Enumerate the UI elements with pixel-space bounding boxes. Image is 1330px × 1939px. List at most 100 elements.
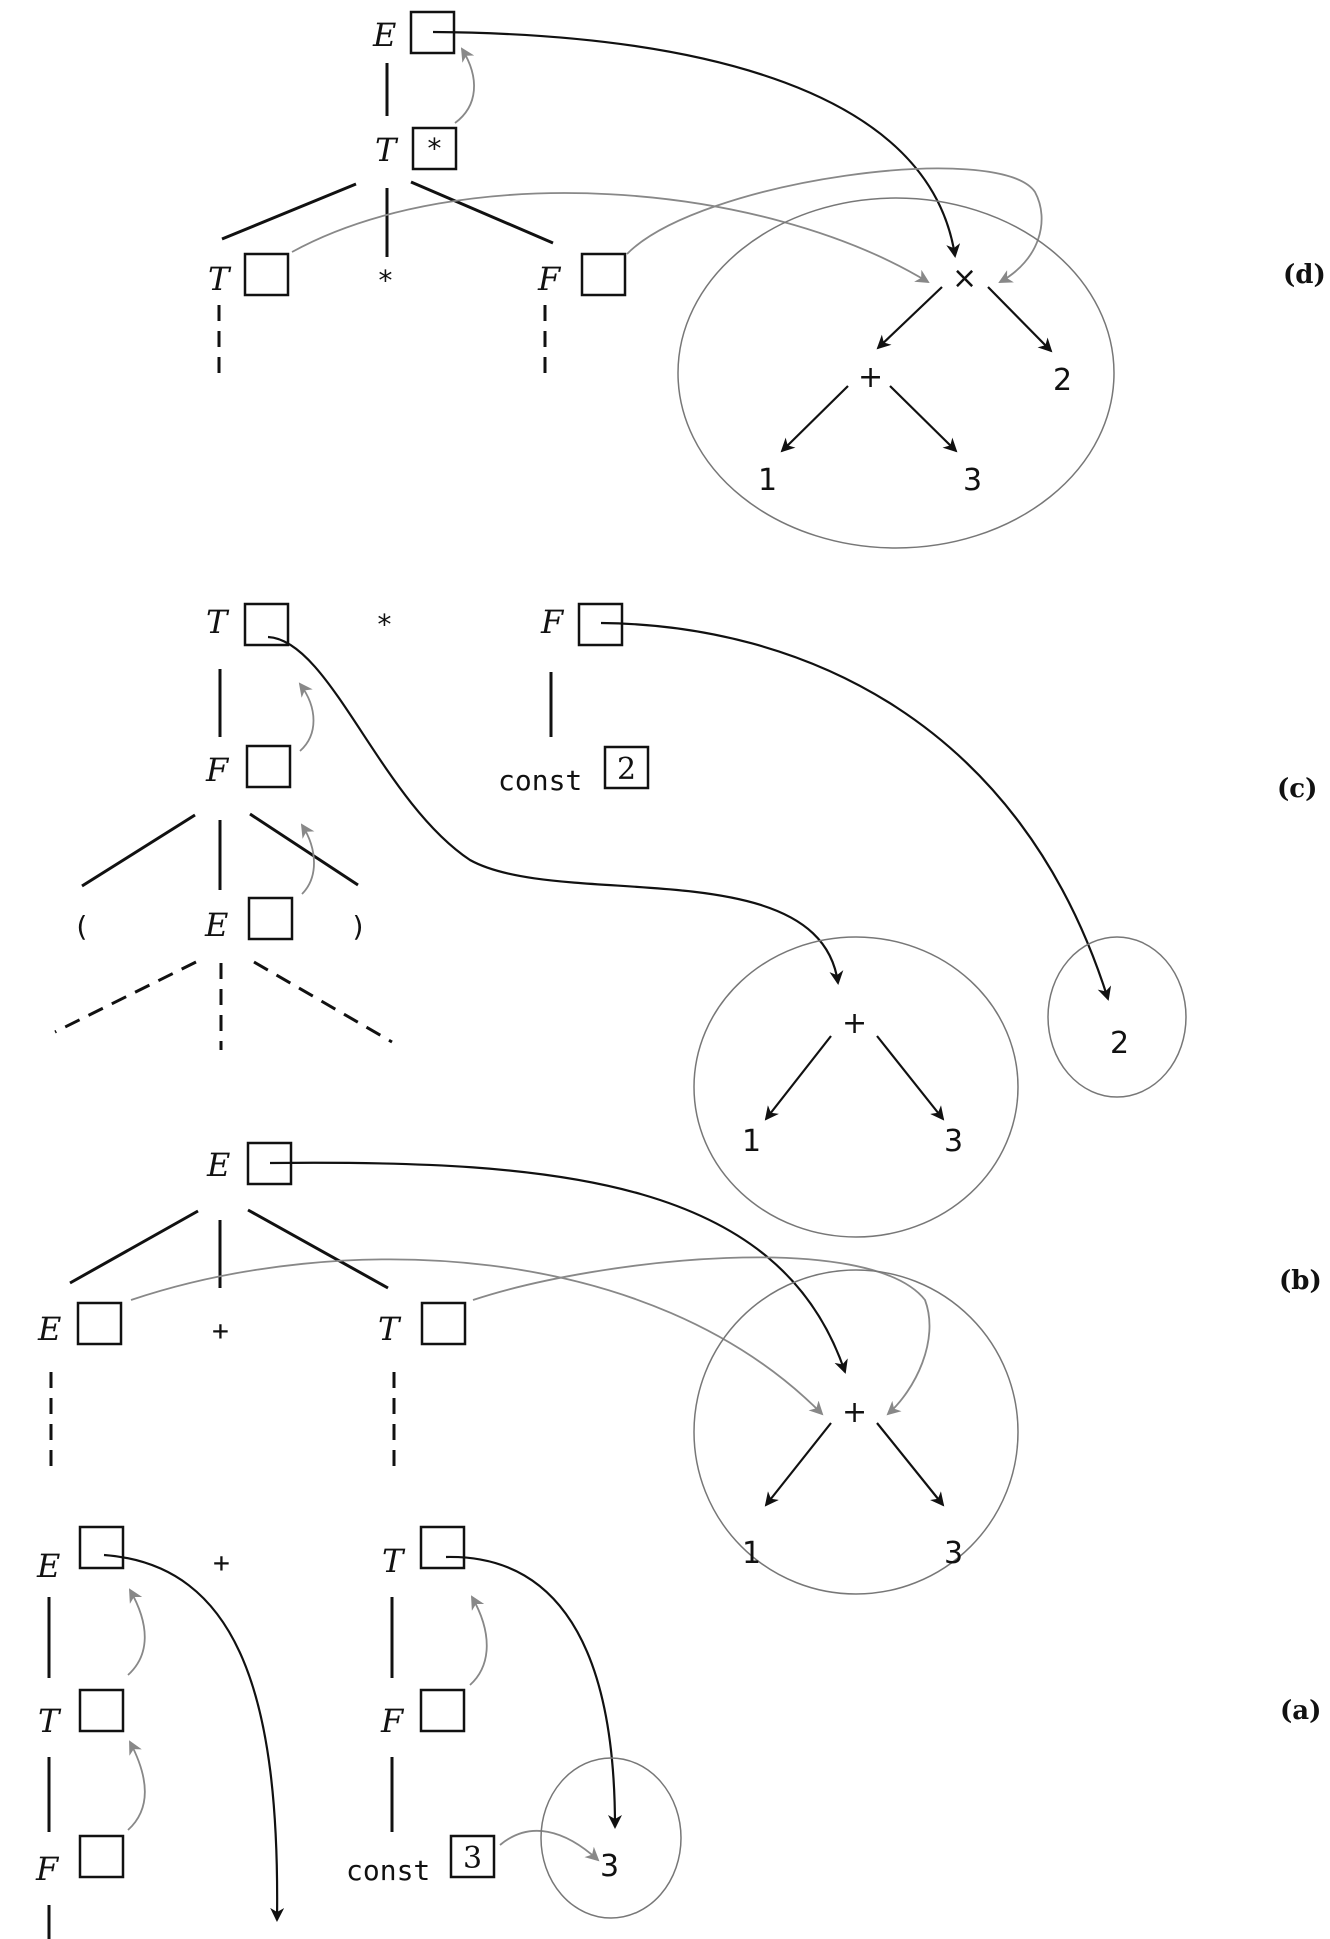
ast-edge (876, 1422, 945, 1507)
token-const: const (498, 764, 582, 797)
attribute-copy-arrow (300, 823, 315, 895)
const-value: 3 (463, 1841, 482, 1876)
node-symbol-e: E (372, 16, 396, 54)
attribute-box (76, 1301, 123, 1346)
attribute-copy-arrow (454, 47, 475, 124)
node-symbol-f: F (380, 1702, 405, 1740)
pointer-arrow (445, 1555, 622, 1829)
node-symbol-f: F (537, 260, 562, 298)
token-star: * (376, 608, 393, 641)
token-const: const (346, 1854, 430, 1887)
panel-label: (b) (1279, 1266, 1322, 1296)
ast-subtree-outline (693, 936, 1019, 1238)
panel-label: (d) (1283, 260, 1326, 290)
node-symbol-e: E (37, 1310, 61, 1348)
ast-edge (987, 286, 1053, 353)
attribute-box (419, 1525, 466, 1570)
pointer-arrow (103, 1553, 285, 1922)
elided-subtree-edge (253, 960, 393, 1044)
node-symbol-e: E (204, 906, 228, 944)
panel-label: (a) (1280, 1696, 1321, 1726)
const-value: 2 (617, 752, 636, 787)
ast-leaf-3: 3 (600, 1849, 619, 1884)
ast-leaf-3: 3 (944, 1124, 963, 1159)
attribute-copy-arrow (298, 682, 315, 752)
ast-edge (889, 385, 958, 453)
attribute-box (411, 126, 458, 171)
ast-edge (780, 385, 849, 453)
attribute-box (577, 602, 624, 647)
token-rparen: ) (350, 910, 367, 943)
ast-leaf-1: 1 (758, 463, 777, 498)
attribute-copy-arrow (127, 1740, 146, 1831)
pointer-arrow (472, 1256, 931, 1416)
attribute-box (245, 744, 292, 789)
pointer-arrow (130, 1258, 824, 1416)
node-symbol-t: T (38, 1702, 62, 1740)
attribute-copy-arrow (127, 1588, 146, 1676)
tree-edge (81, 813, 196, 888)
attribute-box (78, 1688, 125, 1733)
attribute-box (419, 1688, 466, 1733)
elided-subtree-edge (54, 960, 197, 1034)
node-symbol-t: T (206, 603, 230, 641)
panel-c: T * F ( E ) F const 2 + 1 3 2 (c) (54, 602, 1317, 1238)
tree-edge (221, 182, 357, 241)
ast-leaf-3: 3 (963, 463, 982, 498)
node-symbol-t: T (382, 1542, 406, 1580)
ast-edge (876, 1035, 945, 1121)
attribute-box (243, 252, 290, 297)
pointer-arrow (600, 621, 1112, 1001)
token-plus: + (213, 1546, 230, 1579)
node-symbol-t: T (378, 1310, 402, 1348)
ast-leaf-2: 2 (1110, 1026, 1129, 1061)
attribute-box (78, 1834, 125, 1879)
node-symbol-t: T (208, 260, 232, 298)
pointer-arrow (269, 1161, 848, 1374)
const-value-box (603, 745, 650, 790)
ast-subtree-outline (540, 1757, 682, 1919)
const-value-box (449, 1834, 496, 1879)
token-star: * (377, 264, 394, 297)
panel-label: (c) (1277, 774, 1317, 804)
attribute-box (78, 1525, 125, 1570)
ast-edge (876, 286, 943, 350)
pointer-arrow (432, 30, 961, 258)
ast-node-plus: + (858, 360, 883, 395)
attribute-box (243, 602, 290, 647)
attribute-value: * (426, 132, 443, 165)
ast-subtree-outline (677, 197, 1115, 549)
panel-d: E T * T * F × + 2 1 3 (d) (208, 10, 1326, 549)
token-lparen: ( (73, 910, 90, 943)
attribute-box (420, 1301, 467, 1346)
ast-edge (764, 1422, 832, 1507)
attribute-box (246, 1141, 293, 1186)
ast-subtree-outline (693, 1269, 1019, 1595)
ast-edge (764, 1035, 832, 1121)
pointer-arrow (267, 635, 844, 985)
ast-leaf-1: 1 (742, 1536, 761, 1571)
attribute-box (247, 896, 294, 941)
tree-edge (410, 180, 554, 245)
attribute-copy-arrow (469, 1595, 488, 1686)
ast-node-times: × (952, 261, 977, 296)
pointer-arrow (626, 167, 1043, 283)
token-plus: + (212, 1314, 229, 1347)
tree-edge (247, 1208, 389, 1290)
ast-leaf-1: 1 (742, 1124, 761, 1159)
node-symbol-t: T (375, 131, 399, 169)
panel-b: E E + T + 1 3 (b) (37, 1141, 1322, 1595)
node-symbol-f: F (35, 1850, 60, 1888)
tree-edge (69, 1209, 199, 1285)
ast-subtree-outline (1047, 936, 1187, 1098)
pointer-arrow (499, 1829, 600, 1862)
tree-edge (249, 812, 359, 887)
node-symbol-e: E (36, 1547, 60, 1585)
attribute-box (580, 252, 627, 297)
panel-a: E + T F T F const 3 3 (a) (35, 1525, 1321, 1939)
node-symbol-f: F (205, 751, 230, 789)
ast-node-plus: + (842, 1395, 867, 1430)
ast-node-plus: + (842, 1006, 867, 1041)
node-symbol-f: F (540, 603, 565, 641)
